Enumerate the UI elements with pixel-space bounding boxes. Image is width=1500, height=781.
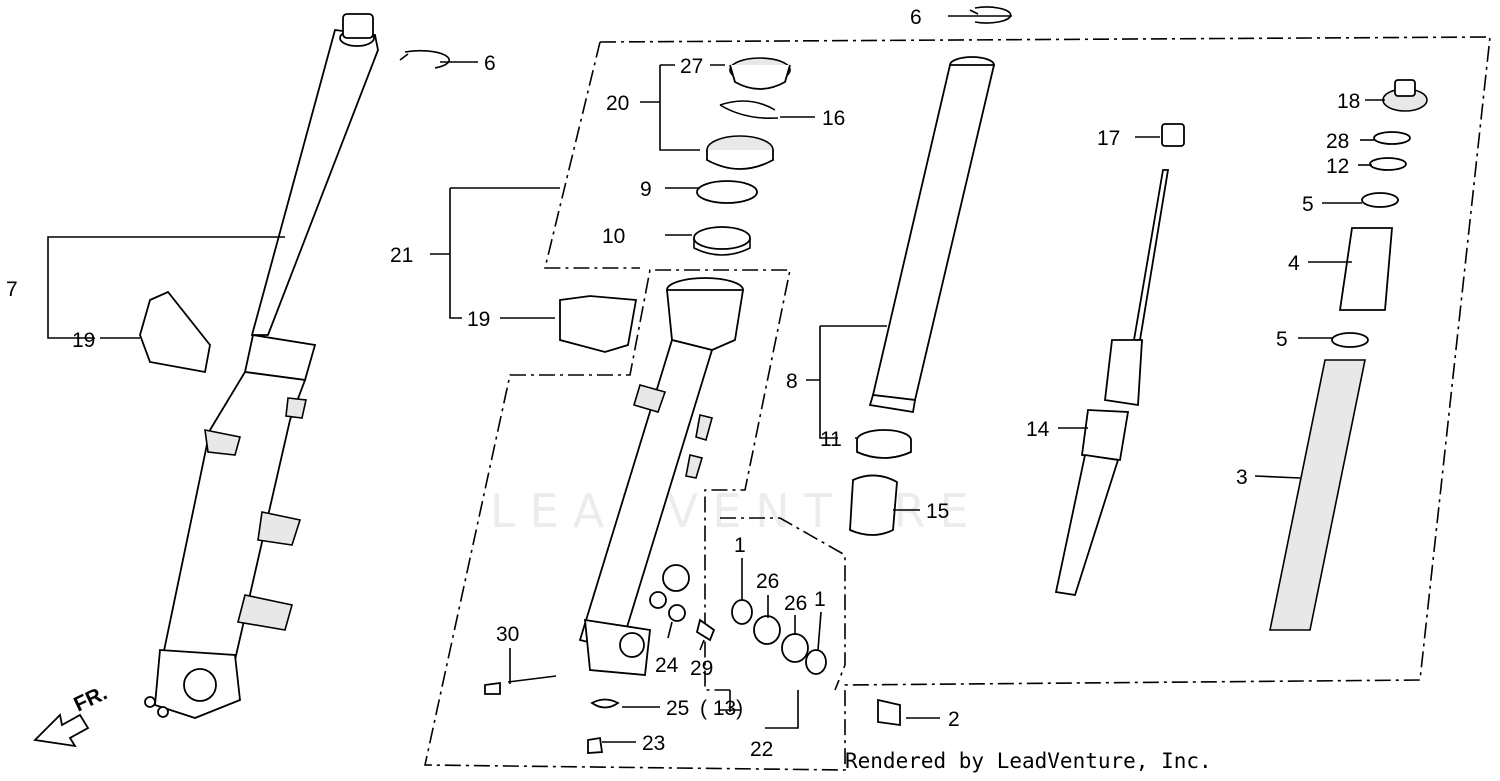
- callout-25: 25: [666, 697, 689, 720]
- spring-stack: [1269, 79, 1428, 631]
- callout-3: 3: [1236, 466, 1248, 489]
- small-parts: [484, 599, 901, 754]
- fork-protector-left: [139, 290, 211, 374]
- bushing-group-boundary: [720, 517, 846, 691]
- callout-1-right: 1: [814, 588, 826, 611]
- callout-5-upper: 5: [1302, 193, 1314, 216]
- watermark-text: LEADVENTURE: [490, 484, 983, 538]
- callout-1-left: 1: [734, 534, 746, 557]
- callout-18: 18: [1337, 90, 1360, 113]
- callout-11: 11: [820, 428, 842, 451]
- circlip-top: [969, 6, 1012, 24]
- callout-15: 15: [926, 500, 949, 523]
- callout-19-center: 19: [467, 308, 490, 331]
- callout-4: 4: [1288, 252, 1300, 275]
- callout-23: 23: [642, 732, 665, 755]
- callout-8: 8: [786, 370, 798, 393]
- fork-slider: [578, 277, 745, 676]
- callout-19-left: 19: [72, 329, 95, 352]
- callout-7: 7: [6, 278, 18, 301]
- callout-27: 27: [680, 55, 703, 78]
- inner-tube: [849, 56, 996, 536]
- front-direction-label: FR.: [70, 681, 110, 716]
- credit-text: Rendered by LeadVenture, Inc.: [845, 749, 1212, 773]
- damper-rod: [1054, 123, 1185, 597]
- callout-26-right: 26: [784, 592, 807, 615]
- callout-29: 29: [690, 657, 713, 680]
- left-fork-assembly: [144, 13, 379, 719]
- callout-6-top: 6: [910, 6, 922, 29]
- assembly-boundary: [424, 36, 1491, 771]
- callout-28: 28: [1326, 130, 1349, 153]
- callout-21: 21: [390, 244, 413, 267]
- callout-14: 14: [1026, 418, 1050, 441]
- seal-stack: [693, 57, 791, 256]
- fork-protector-center: [559, 295, 638, 353]
- callout-13: ( 13): [700, 697, 743, 720]
- callout-6-left: 6: [484, 52, 496, 75]
- callout-2: 2: [948, 708, 960, 731]
- leader-lines: [47, 15, 1385, 743]
- callout-26-left: 26: [756, 570, 779, 593]
- callout-24: 24: [655, 654, 679, 677]
- front-direction-arrow: [33, 713, 90, 748]
- callout-10: 10: [602, 225, 625, 248]
- callout-9: 9: [640, 178, 652, 201]
- callout-5-lower: 5: [1276, 328, 1288, 351]
- callout-16: 16: [822, 107, 845, 130]
- circlip-left: [399, 49, 450, 69]
- callout-30: 30: [496, 623, 519, 646]
- callout-17: 17: [1097, 127, 1120, 150]
- callout-20: 20: [606, 92, 629, 115]
- callout-22: 22: [750, 738, 773, 761]
- callout-12: 12: [1326, 155, 1349, 178]
